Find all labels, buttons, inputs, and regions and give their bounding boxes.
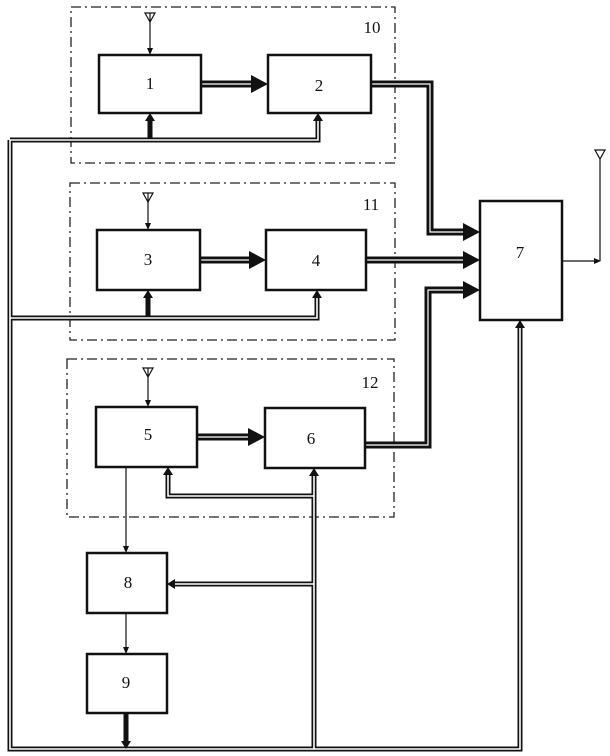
antenna-icon [595,150,605,159]
block-4: 4 [266,230,366,290]
block-label: 6 [307,429,316,448]
block-3: 3 [97,230,200,290]
antenna-icon [143,368,153,407]
block-6: 6 [265,408,365,468]
block-2: 2 [268,55,371,113]
group-label-12: 12 [362,373,379,392]
block-label: 8 [124,573,133,592]
antenna-icon [143,193,153,230]
group-label-11: 11 [363,195,379,214]
block-1: 1 [99,55,201,113]
block-5: 5 [96,407,197,467]
block-label: 7 [516,243,525,262]
block-label: 2 [315,76,324,95]
block-label: 1 [146,74,155,93]
block-label: 9 [122,673,131,692]
antenna-icon [145,13,155,55]
block-8: 8 [87,553,167,613]
block-label: 3 [144,250,153,269]
block-7: 7 [480,201,562,320]
block-label: 4 [312,251,321,270]
block-label: 5 [144,425,153,444]
block-9: 9 [87,654,167,713]
group-label-10: 10 [364,18,381,37]
